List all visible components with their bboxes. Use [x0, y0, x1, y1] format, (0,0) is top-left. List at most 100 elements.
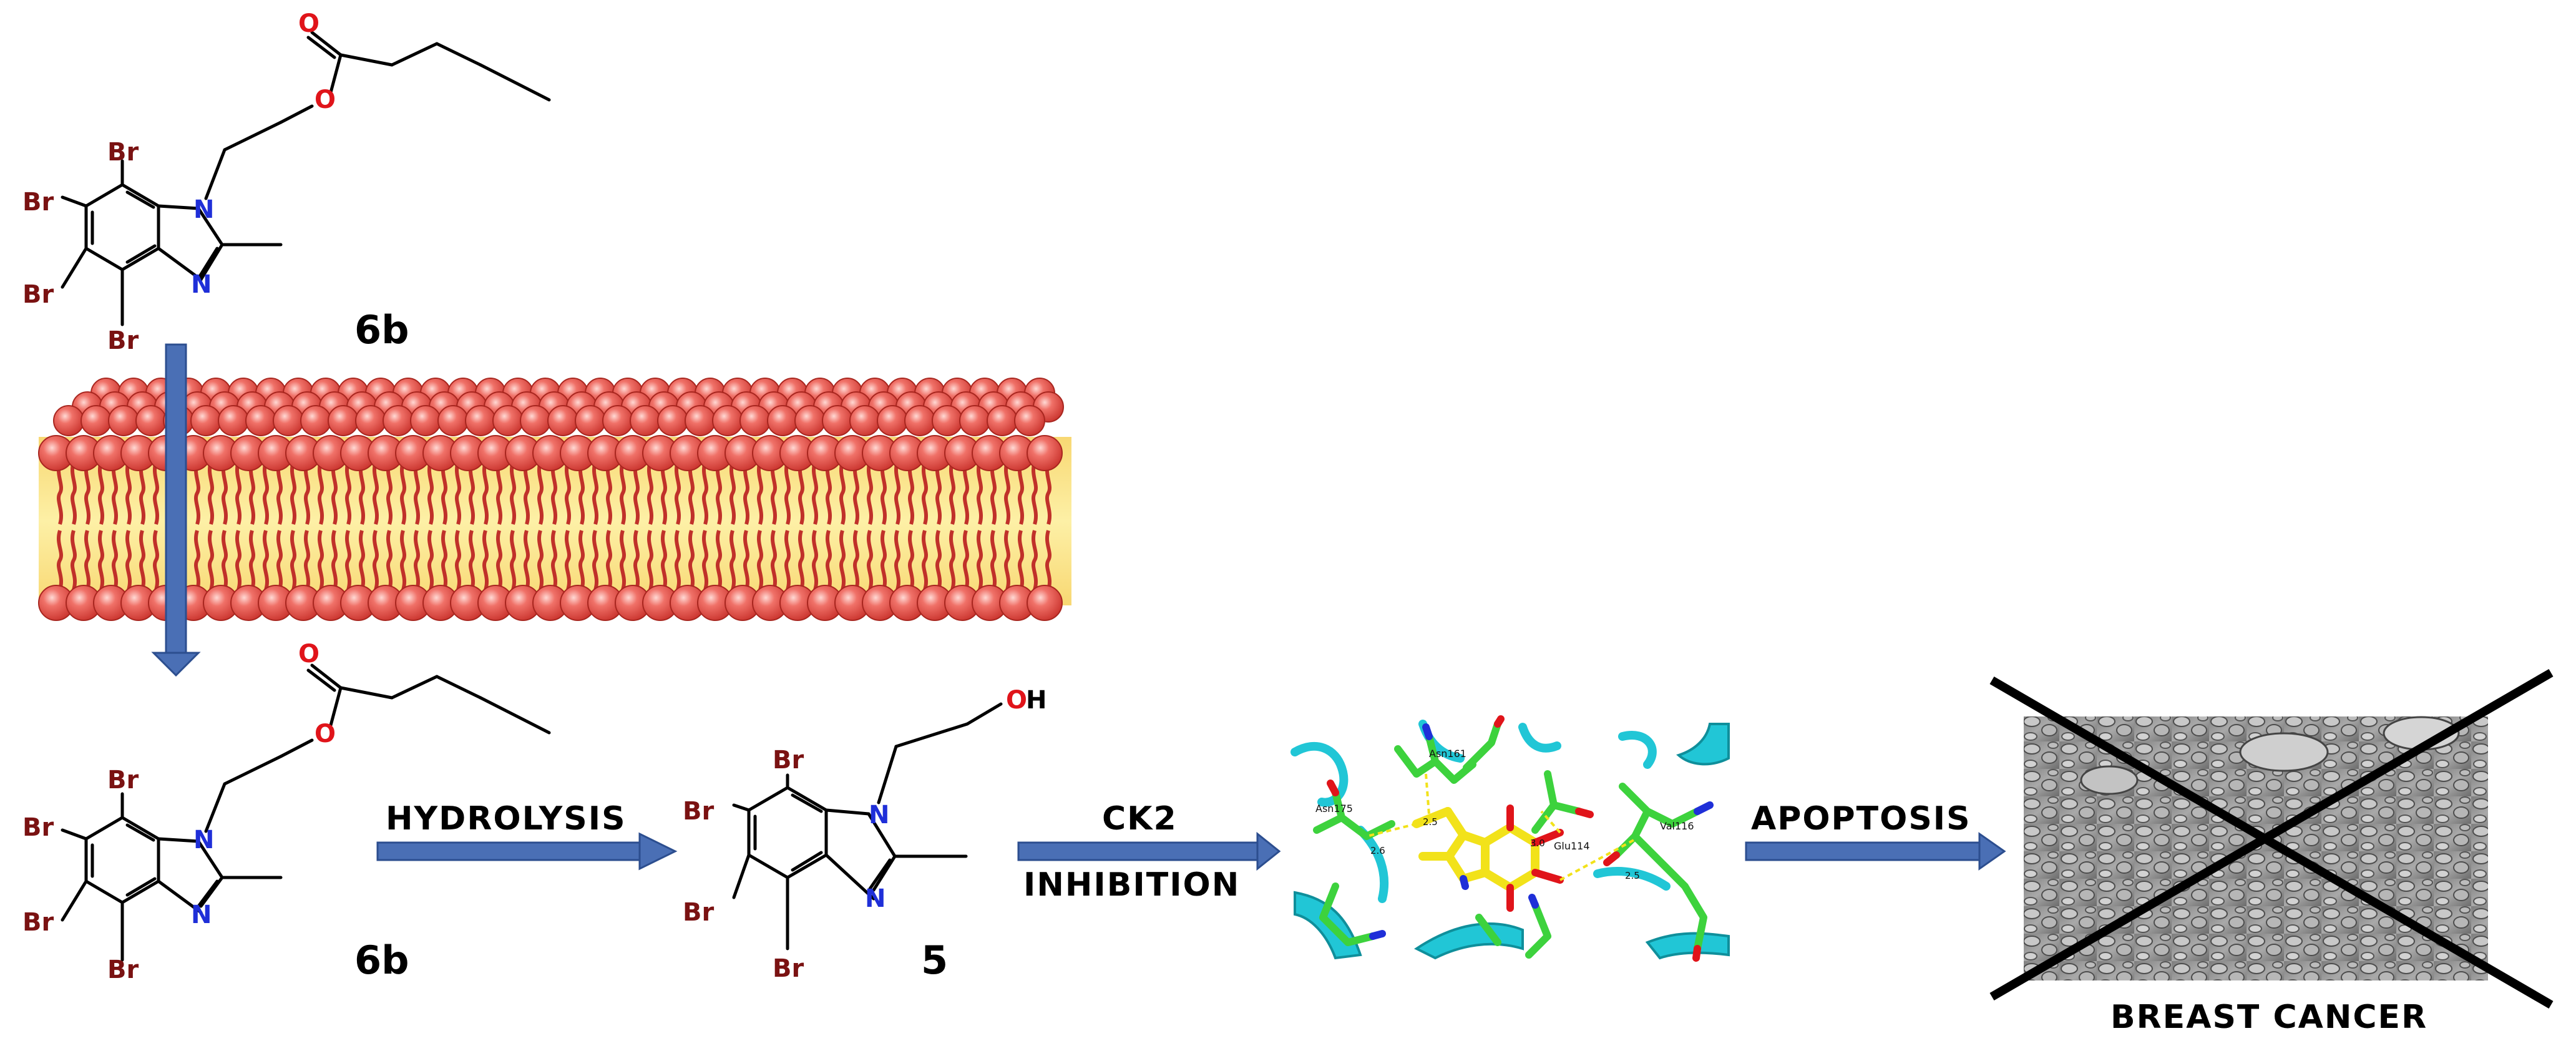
- bromine-atom-label: Br: [773, 954, 804, 983]
- lipid-tail: [400, 461, 406, 525]
- lipid-tail: [565, 530, 571, 590]
- lipid-tail: [537, 530, 544, 590]
- lipid-tail: [359, 530, 365, 590]
- distance-label: 3.0: [1530, 838, 1545, 849]
- distance-label: 2.5: [1625, 870, 1640, 881]
- bromine-atom-label: Br: [107, 956, 139, 984]
- lipid-tail: [784, 530, 791, 590]
- lipid-tail: [57, 461, 63, 525]
- lipid-head: [1027, 585, 1063, 621]
- lipid-tail: [688, 530, 695, 590]
- lipid-tail: [84, 461, 90, 525]
- lipid-tail: [702, 530, 708, 590]
- bromine-atom-label: Br: [683, 898, 715, 927]
- lipid-tail: [373, 530, 379, 590]
- lipid-tail: [510, 530, 516, 590]
- bromine-atom-label: Br: [683, 797, 715, 826]
- lipid-head: [794, 405, 826, 436]
- lipid-head: [300, 405, 331, 436]
- lipid-tail: [702, 461, 708, 525]
- lipid-tail: [414, 530, 420, 590]
- lipid-tail: [620, 530, 626, 590]
- inhibition-label: INHIBITION: [1023, 866, 1241, 904]
- lipid-tail: [469, 461, 475, 525]
- hydroxyl-hydrogen-label: H: [1026, 686, 1047, 715]
- lipid-tail: [716, 530, 722, 590]
- lipid-tail: [345, 461, 351, 525]
- compound-label-6b-top: 6b: [354, 307, 409, 353]
- lipid-head: [80, 405, 112, 436]
- lipid-tail: [688, 461, 695, 525]
- bromine-atom-label: Br: [107, 326, 139, 355]
- hydroxyl-oxygen-label: O: [1006, 686, 1028, 715]
- lipid-head: [602, 405, 633, 436]
- residue-label: Asn175: [1315, 803, 1353, 814]
- lipid-tail: [606, 530, 612, 590]
- lipid-tail: [57, 530, 63, 590]
- lipid-tail: [125, 461, 132, 525]
- lipid-tail: [578, 461, 585, 525]
- lipid-head: [575, 405, 606, 436]
- lipid-tail: [427, 461, 434, 525]
- nitrogen-atom-label: N: [191, 270, 212, 299]
- lipid-tail: [963, 461, 969, 525]
- lipid-tail: [963, 530, 969, 590]
- lipid-tail: [949, 530, 955, 590]
- lipid-head: [383, 405, 414, 436]
- lipid-tail: [318, 530, 324, 590]
- nitrogen-atom-label: N: [869, 801, 890, 829]
- lipid-tail: [743, 530, 749, 590]
- lipid-head: [492, 405, 524, 436]
- lipid-head: [739, 405, 771, 436]
- lipid-head: [53, 405, 84, 436]
- lipid-tail: [620, 461, 626, 525]
- lipid-tail: [290, 530, 296, 590]
- lipid-tail: [524, 530, 530, 590]
- lipid-tail: [1045, 461, 1051, 525]
- lipid-tail: [977, 530, 983, 590]
- distance-label: 2.5: [1423, 816, 1438, 828]
- bromine-atom-label: Br: [22, 908, 54, 937]
- residue-label: Glu114: [1554, 840, 1590, 852]
- lipid-tail: [908, 461, 914, 525]
- lipid-tail: [853, 530, 859, 590]
- oxygen-atom-label: O: [298, 640, 320, 668]
- lipid-tail: [482, 461, 489, 525]
- lipid-tail: [647, 530, 653, 590]
- lipid-tail: [112, 461, 118, 525]
- lipid-head: [657, 405, 688, 436]
- molecule-6b-bottom: [61, 663, 551, 962]
- lipid-tail: [400, 530, 406, 590]
- lipid-tail: [208, 530, 214, 590]
- bromine-atom-label: Br: [22, 188, 54, 217]
- bromine-atom-label: Br: [773, 746, 804, 775]
- lipid-tail: [98, 530, 104, 590]
- lipid-tail: [263, 530, 269, 590]
- lipid-tail: [469, 530, 475, 590]
- lipid-tail: [139, 461, 145, 525]
- lipid-tail: [729, 461, 736, 525]
- lipid-tail: [949, 461, 955, 525]
- lipid-tail: [84, 530, 90, 590]
- compound-label-5: 5: [921, 937, 949, 983]
- lipid-tail: [935, 461, 942, 525]
- hydrolysis-label: HYDROLYSIS: [386, 800, 627, 838]
- lipid-head: [1027, 435, 1063, 471]
- lipid-tail: [675, 530, 681, 590]
- lipid-tail: [427, 530, 434, 590]
- docking-pose-image: [1290, 715, 1732, 962]
- breast-cancer-label: BREAST CANCER: [2110, 999, 2428, 1036]
- lipid-tail: [578, 530, 585, 590]
- lipid-tail: [1004, 530, 1010, 590]
- lipid-tail: [908, 530, 914, 590]
- lipid-tail: [304, 530, 310, 590]
- lipid-head: [630, 405, 661, 436]
- lipid-tail: [441, 461, 447, 525]
- lipid-tail: [455, 530, 461, 590]
- lipid-head: [959, 405, 990, 436]
- lipid-head: [877, 405, 908, 436]
- lipid-tail: [661, 461, 667, 525]
- lipid-tail: [345, 530, 351, 590]
- lipid-tail: [853, 461, 859, 525]
